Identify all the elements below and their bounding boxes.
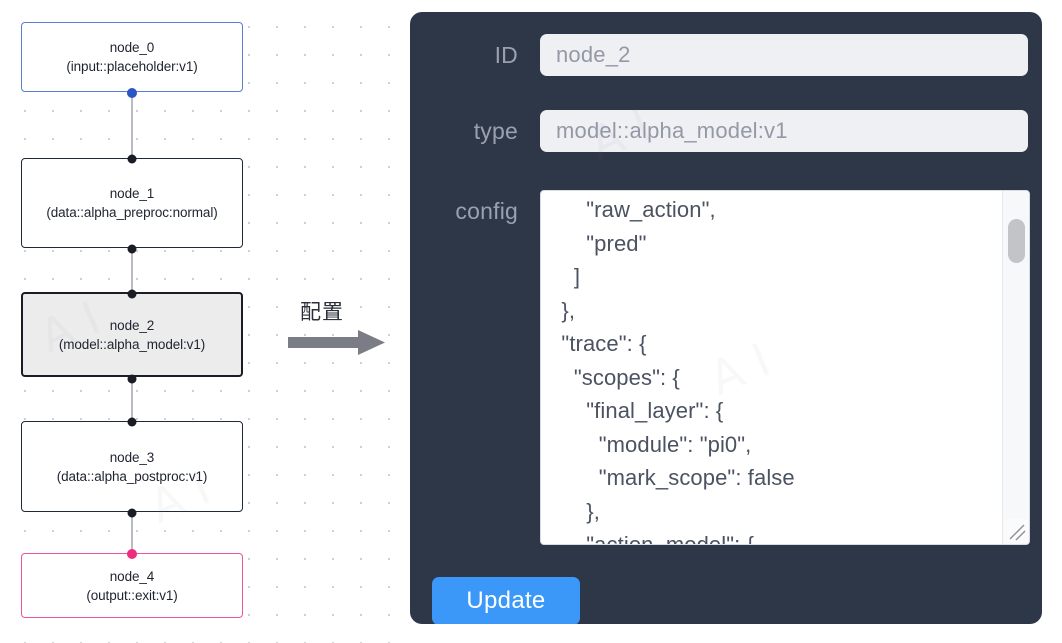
port-node_4-in[interactable] [127,549,137,559]
edge-node1-node2 [131,248,133,292]
graph-node-id: node_1 [109,186,155,201]
node-config-panel: A I A I ID type config "raw_action", "pr… [410,12,1042,624]
vertical-scrollbar[interactable] [1002,191,1029,544]
graph-node-id: node_2 [109,317,155,333]
port-node_2-in[interactable] [127,289,137,299]
type-field-row: type [420,110,1028,152]
graph-node-node_1[interactable]: node_1 (data::alpha_preproc:normal) [21,154,243,254]
edge-node0-node1 [131,92,133,158]
port-node_3-in[interactable] [127,417,137,427]
arrow-right-icon [288,330,385,355]
graph-node-node_2[interactable]: node_2 (model::alpha_model:v1) [21,289,243,384]
graph-node-type: (output::exit:v1) [86,587,178,603]
graph-node-id: node_3 [109,449,155,465]
config-field-label: config [455,198,518,224]
flow-graph-canvas[interactable]: A I A I node_0 (input::placeholder:v1) n… [0,0,406,643]
edge-node3-node4 [131,512,133,553]
config-textarea[interactable]: "raw_action", "pred" ] }, "trace": { "sc… [561,197,795,544]
resize-grip-icon[interactable] [1004,519,1028,543]
transition-label: 配置 [300,300,344,324]
port-node_2-out[interactable] [127,374,137,384]
port-node_1-in[interactable] [127,154,137,164]
transition-annotation: 配置 [288,296,400,362]
graph-node-node_3[interactable]: node_3 (data::alpha_postproc:v1) [21,417,243,518]
id-field-label: ID [494,42,518,68]
graph-node-id: node_0 [109,40,155,55]
config-textarea-wrapper[interactable]: "raw_action", "pred" ] }, "trace": { "sc… [540,190,1030,545]
port-node_3-out[interactable] [127,508,137,518]
scrollbar-thumb[interactable] [1008,219,1025,263]
type-field-label: type [473,118,518,144]
graph-node-id: node_4 [109,568,155,584]
id-input[interactable] [540,34,1028,76]
graph-node-type: (model::alpha_model:v1) [58,336,206,352]
id-field-row: ID [420,34,1028,76]
port-node_1-out[interactable] [127,244,137,254]
graph-node-node_0[interactable]: node_0 (input::placeholder:v1) [21,22,243,98]
graph-node-node_4[interactable]: node_4 (output::exit:v1) [21,549,243,618]
graph-node-type: (data::alpha_postproc:v1) [56,468,208,484]
config-field-row: config "raw_action", "pred" ] }, "trace"… [420,190,1030,545]
type-input[interactable] [540,110,1028,152]
graph-node-type: (input::placeholder:v1) [66,59,198,74]
graph-node-type: (data::alpha_preproc:normal) [46,205,218,220]
update-button[interactable]: Update [432,577,580,624]
port-node_0-out[interactable] [127,88,137,98]
edge-node2-node3 [131,377,133,421]
